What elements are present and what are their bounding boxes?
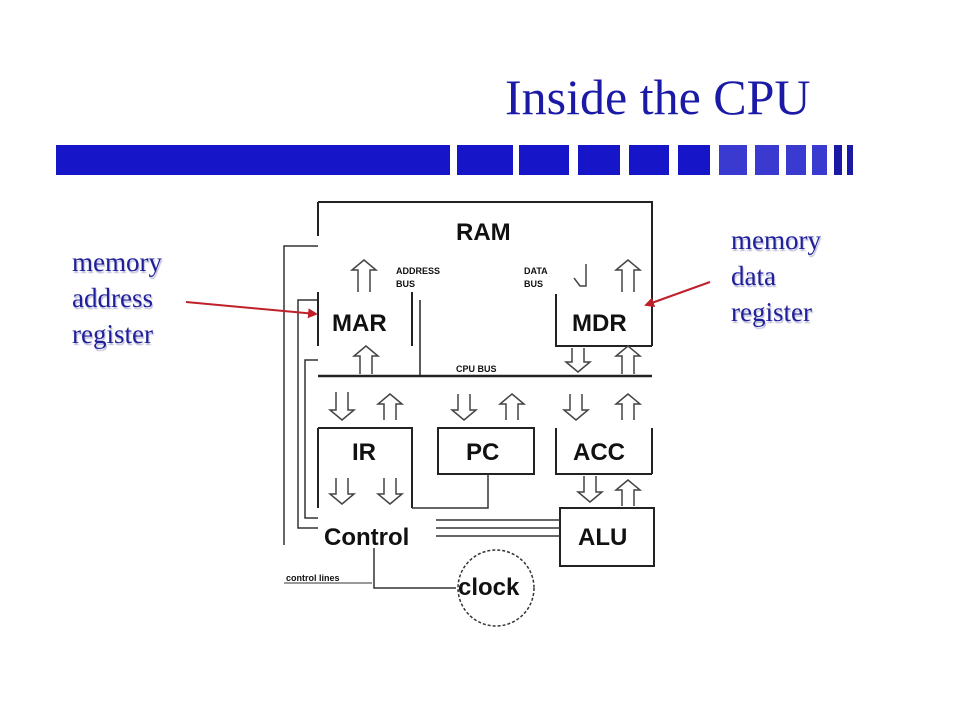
data-bus-label: BUS: [524, 279, 543, 289]
ir-label: IR: [352, 439, 376, 466]
clock-wire: [373, 548, 456, 589]
ir-box: [317, 427, 413, 508]
control-lines-label: control lines: [286, 573, 340, 583]
bar-segment: [678, 145, 710, 175]
bar-segment: [578, 145, 620, 175]
pc-label: PC: [466, 439, 499, 466]
cpu-bus-label: CPU BUS: [456, 364, 497, 374]
slide-title: Inside the CPU: [505, 69, 811, 125]
bar-segment: [847, 145, 853, 175]
ram-box: [317, 201, 653, 262]
mar-label: MAR: [332, 310, 387, 337]
callout-line: memory: [72, 247, 162, 277]
bus-arrows-mid: [351, 345, 643, 374]
control-label: Control: [324, 524, 409, 551]
address-bus-label: BUS: [396, 279, 415, 289]
acc-label: ACC: [573, 439, 625, 466]
pc-control-wire: [412, 474, 489, 509]
bar-segment: [457, 145, 513, 175]
data-bus-label: DATA: [524, 266, 548, 276]
pointer-to-mar: [185, 301, 318, 319]
alu-box: [559, 507, 655, 567]
callout-memory-data-register: memory data register: [731, 222, 821, 330]
bar-segment: [812, 145, 827, 175]
acc-box: [555, 428, 653, 475]
bar-segment: [629, 145, 669, 175]
clock-circle: [457, 549, 535, 627]
callout-line: data: [731, 261, 776, 291]
pointer-to-mdr: [644, 281, 711, 307]
ir-output-arrows: [327, 478, 405, 505]
callout-line: address: [72, 283, 153, 313]
address-bus-label: ADDRESS: [396, 266, 440, 276]
bar-segment: [834, 145, 842, 175]
title-underline-bar: [56, 145, 450, 175]
alu-label: ALU: [578, 524, 627, 551]
callout-memory-address-register: memory address register: [72, 244, 162, 352]
pc-box: [437, 427, 535, 475]
acc-alu-arrows: [575, 476, 643, 506]
bar-segment: [755, 145, 779, 175]
control-wires-left: [283, 245, 318, 545]
mdr-label: MDR: [572, 310, 627, 337]
callout-line: register: [72, 319, 153, 349]
callout-line: memory: [731, 225, 821, 255]
mar-box: [317, 292, 413, 346]
callout-line: register: [731, 297, 812, 327]
bus-arrows-top: [349, 259, 643, 292]
bar-segment: [719, 145, 747, 175]
ram-label: RAM: [456, 219, 511, 246]
control-alu-wires: [436, 519, 560, 537]
bus-arrows-lower: [327, 392, 643, 421]
bar-segment: [786, 145, 806, 175]
clock-label: clock: [458, 574, 520, 601]
bar-segment: [519, 145, 569, 175]
